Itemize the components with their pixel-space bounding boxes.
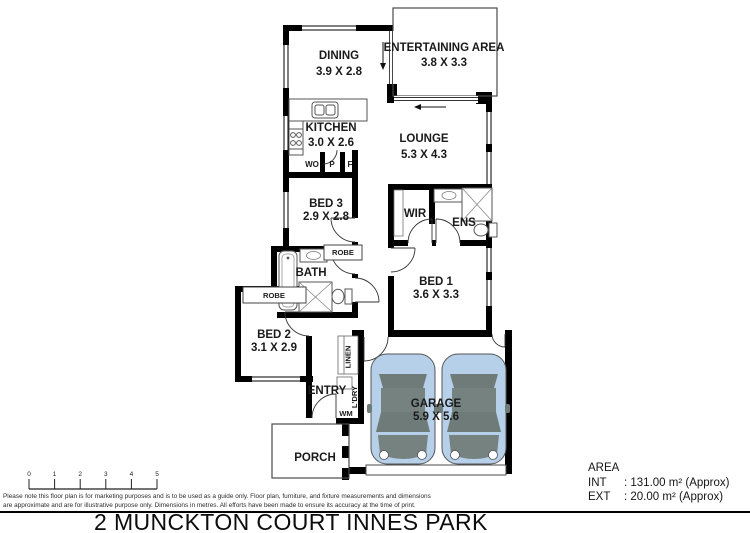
- window-bed2-bottom: [252, 376, 300, 382]
- door-bed3: [330, 217, 356, 243]
- area-heading: AREA: [588, 462, 620, 474]
- room-dims-bed2: 3.1 X 2.9: [251, 342, 297, 354]
- ens-shower-icon: [461, 187, 493, 222]
- room-label-kitchen: KITCHEN: [305, 122, 356, 134]
- scale-tick-0: 0: [27, 471, 31, 478]
- sliding-doors: [388, 31, 478, 103]
- label-ldry: L'DRY: [350, 386, 359, 408]
- door-garage-external: [491, 333, 506, 348]
- room-label-wir: WIR: [404, 208, 427, 220]
- room-label-lounge: LOUNGE: [399, 133, 449, 145]
- area-int-row: INT : 131.00 m² (Approx): [588, 476, 729, 491]
- wir-shelf: [393, 189, 404, 237]
- ens-fixtures: [433, 187, 498, 238]
- room-label-garage: GARAGE: [411, 398, 462, 410]
- door-arcs: [284, 149, 506, 419]
- door-entry: [311, 393, 337, 419]
- area-summary: AREA INT : 131.00 m² (Approx) EXT : 20.00 …: [588, 461, 729, 505]
- area-ext-row: EXT : 20.00 m² (Approx): [588, 490, 729, 505]
- door-hall-garage: [363, 336, 389, 362]
- area-int-label: INT: [588, 476, 607, 489]
- disclaimer-text: Please note this floor plan is for marke…: [3, 493, 743, 511]
- scale-tick-3: 3: [104, 471, 108, 478]
- room-dims-bed1: 3.6 X 3.3: [413, 289, 459, 301]
- door-ens: [435, 218, 461, 244]
- door-wc-hall: [354, 277, 380, 303]
- door-wir: [407, 218, 433, 244]
- disclaimer-line-1: Please note this floor plan is for marke…: [3, 493, 431, 500]
- label-robe-bed3: ROBE: [332, 248, 354, 257]
- kitchen-bench: [288, 98, 368, 156]
- laundry-tub-icon: [336, 376, 353, 390]
- room-label-bed1: BED 1: [419, 276, 453, 288]
- porch-outline: [271, 423, 350, 479]
- label-wall-oven: WO: [305, 160, 319, 169]
- room-dims-lounge: 5.3 X 4.3: [401, 149, 447, 161]
- door-pantry: [322, 149, 338, 165]
- window-kitchen-left: [283, 116, 289, 150]
- room-dims-bed3: 2.9 X 2.8: [303, 211, 350, 223]
- room-label-bed2: BED 2: [257, 329, 291, 341]
- room-label-entertaining: ENTERTAINING AREA: [384, 42, 505, 54]
- storage-units: [242, 189, 404, 390]
- window-bed3-left: [283, 192, 289, 228]
- room-labels: DINING 3.9 X 2.8 ENTERTAINING AREA 3.8 X…: [251, 42, 504, 464]
- scale-tick-2: 2: [78, 471, 82, 478]
- label-pantry: P: [329, 160, 335, 169]
- room-label-porch: PORCH: [294, 452, 336, 464]
- disclaimer-line-2: are approximate and are for illustrative…: [3, 501, 416, 509]
- scale-bar: 0 1 2 3 4 5: [27, 471, 159, 490]
- door-direction-arrows: [380, 42, 446, 110]
- page-title: 2 MUNCKTON COURT INNES PARK: [94, 509, 488, 533]
- room-label-entry: ENTRY: [308, 385, 347, 397]
- label-linen: LINEN: [344, 346, 353, 369]
- window-dining-left: [283, 45, 289, 88]
- window-dining-top: [302, 25, 356, 31]
- door-bed1: [390, 247, 416, 273]
- scale-tick-5: 5: [155, 471, 159, 478]
- linen-closet-box: [337, 335, 359, 375]
- room-dims-dining: 3.9 X 2.8: [316, 66, 363, 78]
- scale-tick-1: 1: [53, 471, 57, 478]
- scale-tick-4: 4: [130, 471, 134, 478]
- cooktop-icon: [288, 128, 304, 150]
- windows: [252, 25, 492, 382]
- robe-bed3-box: [323, 244, 363, 261]
- label-robe-bed2: ROBE: [263, 291, 285, 300]
- sink-icon: [311, 101, 339, 119]
- garage-door-panel: [365, 464, 507, 476]
- area-ext-label: EXT: [588, 491, 611, 504]
- ens-vanity-icon: [433, 188, 465, 203]
- fixture-labels: ROBE ROBE LINEN L'DRY WM WO P F: [263, 160, 359, 418]
- window-bed1-right: [486, 248, 492, 306]
- room-dims-entertaining: 3.8 X 3.3: [421, 57, 467, 69]
- room-label-bed3: BED 3: [309, 198, 343, 210]
- bath-vanity-icon: [299, 248, 328, 263]
- title-divider-line: [0, 511, 750, 513]
- ens-toilet-icon: [473, 222, 498, 238]
- area-int-value: : 131.00 m² (Approx): [624, 476, 730, 489]
- robe-bed2-box: [242, 286, 307, 304]
- room-dims-kitchen: 3.0 X 2.6: [308, 137, 354, 149]
- room-label-dining: DINING: [319, 50, 359, 62]
- window-lounge-right: [486, 112, 492, 184]
- label-fridge: F: [348, 160, 353, 169]
- room-label-bath: BATH: [295, 267, 326, 279]
- room-label-ens: ENS: [452, 217, 476, 229]
- room-dims-garage: 5.9 X 5.6: [413, 411, 459, 423]
- area-ext-value: : 20.00 m² (Approx): [624, 491, 724, 504]
- label-wm: WM: [339, 409, 353, 418]
- wc-toilet-icon: [331, 288, 353, 305]
